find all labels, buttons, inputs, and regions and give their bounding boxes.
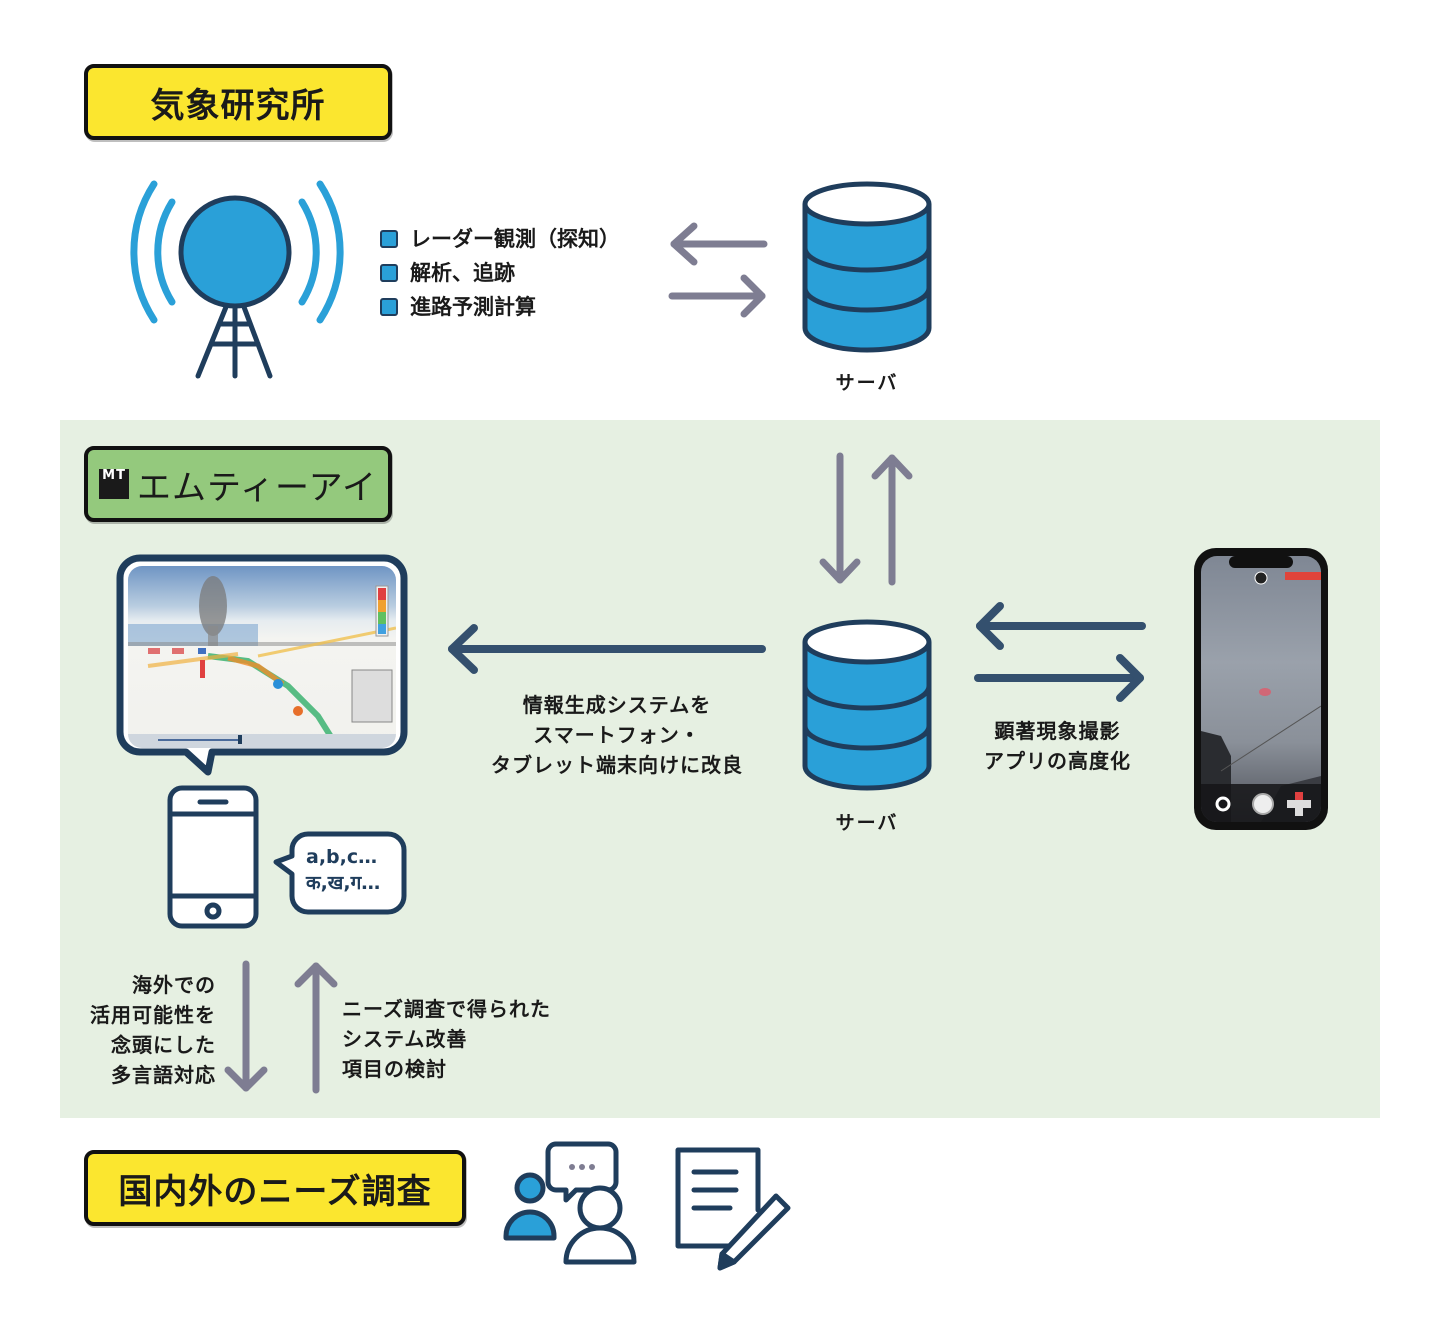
server-sync-arrows-icon	[819, 452, 913, 586]
radar-wave-icon	[316, 180, 344, 324]
survey-title: 国内外のニーズ調査	[118, 1171, 432, 1212]
survey-title-box: 国内外のニーズ調査	[84, 1150, 466, 1226]
map-3d-view	[128, 576, 396, 748]
bullet-square-icon	[380, 298, 398, 316]
sky-camera-view	[1201, 556, 1321, 822]
camera-app-caption: 顕著現象撮影 アプリの高度化	[984, 719, 1131, 773]
radar-wave-icon	[130, 180, 158, 324]
document-pen-icon	[675, 1147, 791, 1271]
exchange-arrows-icon	[668, 222, 768, 318]
institute-title: 気象研究所	[150, 85, 326, 126]
phenomenon-marker	[1259, 688, 1271, 696]
server-top-label: サーバ	[835, 372, 899, 394]
app-exchange-arrows-icon	[974, 602, 1146, 702]
language-samples: a,b,c… क,ख,ग…	[306, 844, 380, 896]
radar-wave-icon	[154, 198, 176, 306]
survey-feedback-arrows-icon	[224, 960, 338, 1094]
bullet-square-icon	[380, 264, 398, 282]
institute-title-box: 気象研究所	[84, 64, 392, 140]
radar-wave-icon	[298, 198, 320, 306]
task-item: 解析、追跡	[380, 256, 620, 290]
storm-cloud-plume	[199, 576, 227, 636]
language-bubble-frame	[273, 831, 407, 915]
task-item: レーダー観測（探知）	[380, 222, 620, 256]
settings-gear-icon	[1215, 796, 1231, 812]
server-middle-label: サーバ	[835, 812, 899, 834]
needs-review-caption: ニーズ調査で得られた システム改善 項目の検討	[342, 997, 551, 1081]
radar-tower-icon	[130, 180, 344, 379]
server-top-icon	[802, 181, 932, 353]
timeline-slider-handle	[238, 735, 242, 744]
mti-title-box: MT エムティーアイ	[84, 446, 392, 522]
timeline-bar	[128, 734, 396, 748]
multilingual-caption: 海外での 活用可能性を 念頭にした 多言語対応	[90, 973, 216, 1087]
info-system-caption: 情報生成システムを スマートフォン・ タブレット端末向けに改良	[491, 693, 743, 777]
mti-panel	[60, 420, 1380, 1118]
camera-app-screenshot	[1201, 556, 1321, 822]
dpad-control-icon	[1295, 808, 1303, 816]
latin-letters: a,b,c…	[306, 846, 378, 868]
institute-task-list: レーダー観測（探知） 解析、追跡 進路予測計算	[380, 222, 620, 324]
deliver-arrow-icon	[448, 624, 766, 674]
recording-badge	[1285, 572, 1321, 580]
devanagari-letters: क,ख,ग…	[306, 872, 381, 894]
server-middle-icon	[802, 619, 932, 791]
phone-notch	[1229, 556, 1293, 568]
time-list-panel	[351, 669, 393, 723]
shutter-button-icon	[1252, 793, 1274, 815]
mti-title: エムティーアイ	[137, 467, 377, 508]
mti-logo-icon: MT	[99, 469, 130, 499]
map-app-screenshot	[128, 566, 396, 748]
task-item: 進路予測計算	[380, 290, 620, 324]
interview-people-icon	[503, 1141, 637, 1265]
smartphone-icon	[167, 785, 259, 929]
bullet-square-icon	[380, 230, 398, 248]
